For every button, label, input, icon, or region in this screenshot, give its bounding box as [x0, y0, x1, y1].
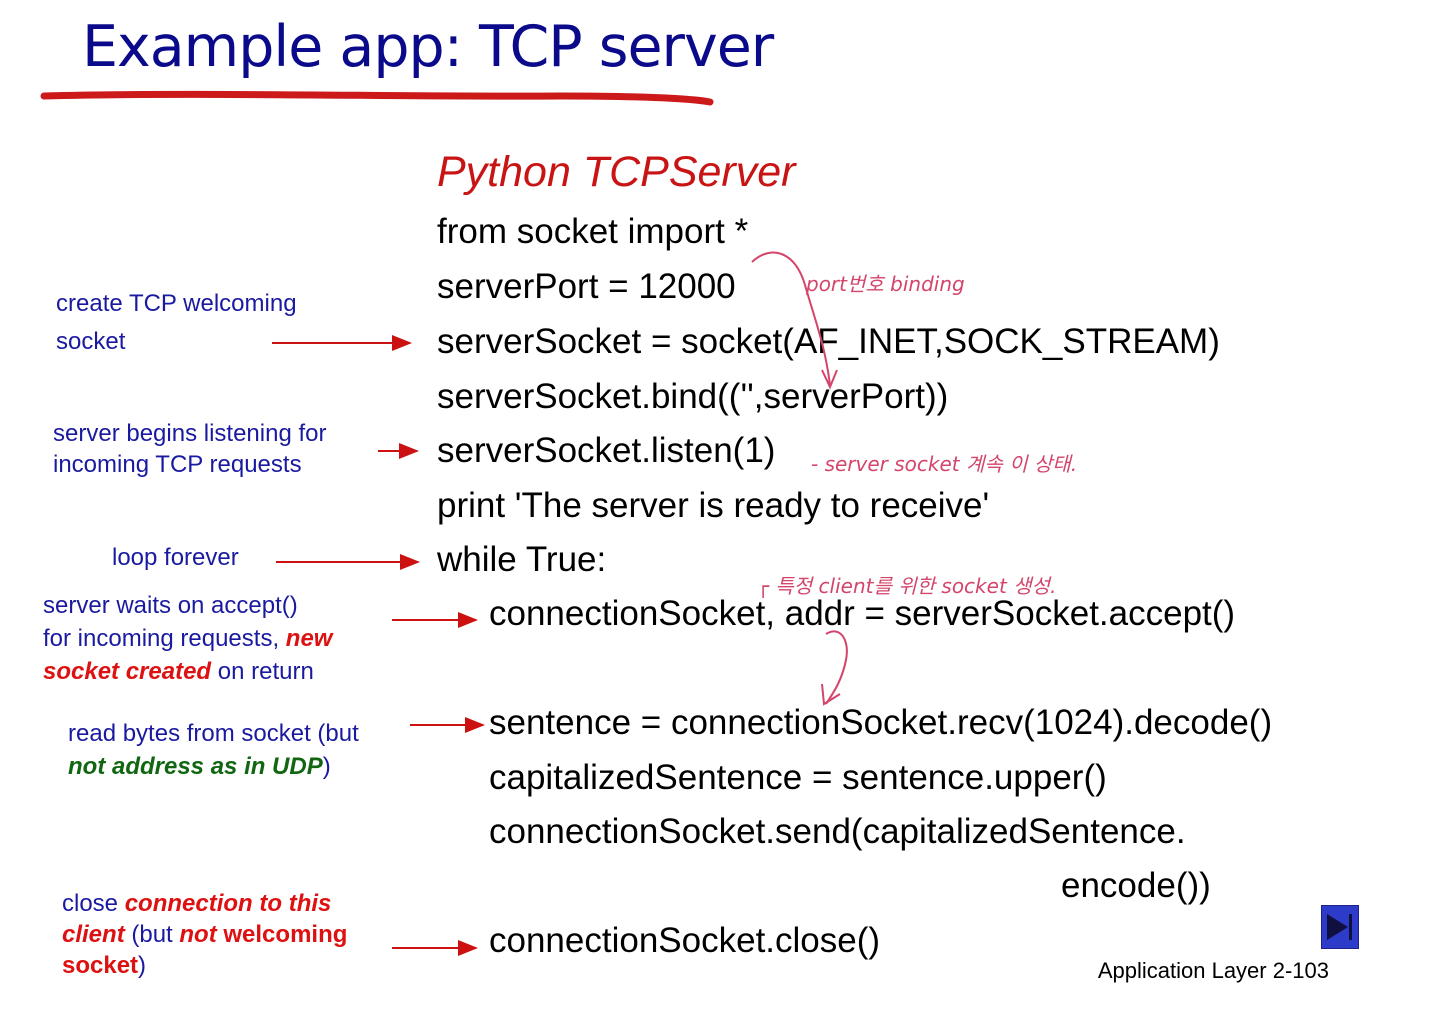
handwritten-accept-note: ┌ 특정 client를 위한 socket 생성.: [757, 574, 1057, 598]
annotation-loop: loop forever: [112, 544, 239, 571]
code-line-encode: encode()): [1061, 866, 1211, 905]
annotation-close-line3: socket): [62, 950, 347, 981]
annotation-create-line1: create TCP welcoming: [56, 290, 297, 317]
code-line-print: print 'The server is ready to receive': [437, 486, 990, 525]
annotation-close-text: close: [62, 890, 125, 917]
hand-arrowhead-accept-recv: [821, 683, 841, 706]
annotation-read: read bytes from socket (but not address …: [68, 717, 359, 783]
next-slide-icon: [1327, 914, 1352, 940]
hand-arrowhead-port-bind: [821, 369, 838, 390]
code-heading: Python TCPServer: [437, 148, 796, 196]
annotation-close-paren: ): [138, 952, 147, 979]
annotation-accept-line3: socket created on return: [43, 655, 332, 688]
annotation-close-but: (but: [124, 921, 180, 948]
code-line-while: while True:: [437, 540, 607, 579]
annotation-close-line1: close connection to this: [62, 888, 347, 919]
annotation-close-socket: socket: [62, 952, 139, 979]
code-line-bind: serverSocket.bind(('',serverPort)): [437, 377, 949, 416]
hand-arrow-port-bind: [751, 251, 831, 386]
slide-title: Example app: TCP server: [82, 14, 774, 80]
annotation-read-line1: read bytes from socket (but: [68, 720, 359, 747]
handwritten-port-note: port번호 binding: [806, 272, 965, 296]
annotation-close: close connection to this client (but not…: [62, 888, 347, 981]
annotation-read-line2: not address as in UDP): [68, 750, 359, 783]
annotation-close-welcoming: welcoming: [216, 921, 348, 948]
slide-footer: Application Layer 2-103: [1097, 958, 1329, 983]
annotation-close-emph-client: client: [62, 921, 125, 948]
hand-arrow-accept-recv: [825, 630, 848, 705]
annotation-accept-emph-created: socket created: [43, 658, 212, 685]
code-line-import: from socket import *: [437, 212, 749, 251]
annotation-accept-text: for incoming requests,: [43, 625, 286, 652]
annotation-create-line2: socket: [56, 328, 126, 356]
code-line-listen: serverSocket.listen(1): [437, 431, 776, 470]
code-line-close: connectionSocket.close(): [489, 921, 881, 960]
annotation-accept-return: on return: [211, 658, 314, 685]
annotation-accept: server waits on accept() for incoming re…: [43, 589, 332, 688]
annotation-read-paren: ): [322, 753, 331, 780]
annotation-close-line2: client (but not welcoming: [62, 919, 347, 950]
annotation-close-emph-conn: connection to this: [124, 890, 332, 917]
handwritten-listen-note: - server socket 계속 이 상태.: [811, 452, 1078, 476]
annotation-create-socket: create TCP welcoming socket: [56, 288, 297, 357]
annotation-listen-line2: incoming TCP requests: [53, 451, 302, 478]
code-line-upper: capitalizedSentence = sentence.upper(): [489, 758, 1107, 797]
code-line-recv: sentence = connectionSocket.recv(1024).d…: [489, 703, 1273, 742]
annotation-read-emph: not address as in UDP: [68, 753, 323, 780]
annotation-listen: server begins listening for incoming TCP…: [53, 418, 326, 480]
code-line-port: serverPort = 12000: [437, 267, 736, 306]
annotation-close-emph-not: not: [179, 921, 217, 948]
annotation-accept-line1: server waits on accept(): [43, 592, 298, 619]
annotation-accept-emph-new: new: [285, 625, 333, 652]
annotation-accept-line2: for incoming requests, new: [43, 622, 332, 655]
title-underline: [40, 90, 714, 106]
code-line-send: connectionSocket.send(capitalizedSentenc…: [489, 812, 1186, 851]
code-line-socket: serverSocket = socket(AF_INET,SOCK_STREA…: [437, 322, 1220, 361]
annotation-listen-line1: server begins listening for: [53, 420, 327, 447]
code-line-accept: connectionSocket, addr = serverSocket.ac…: [489, 594, 1236, 633]
next-slide-button[interactable]: [1321, 905, 1359, 949]
